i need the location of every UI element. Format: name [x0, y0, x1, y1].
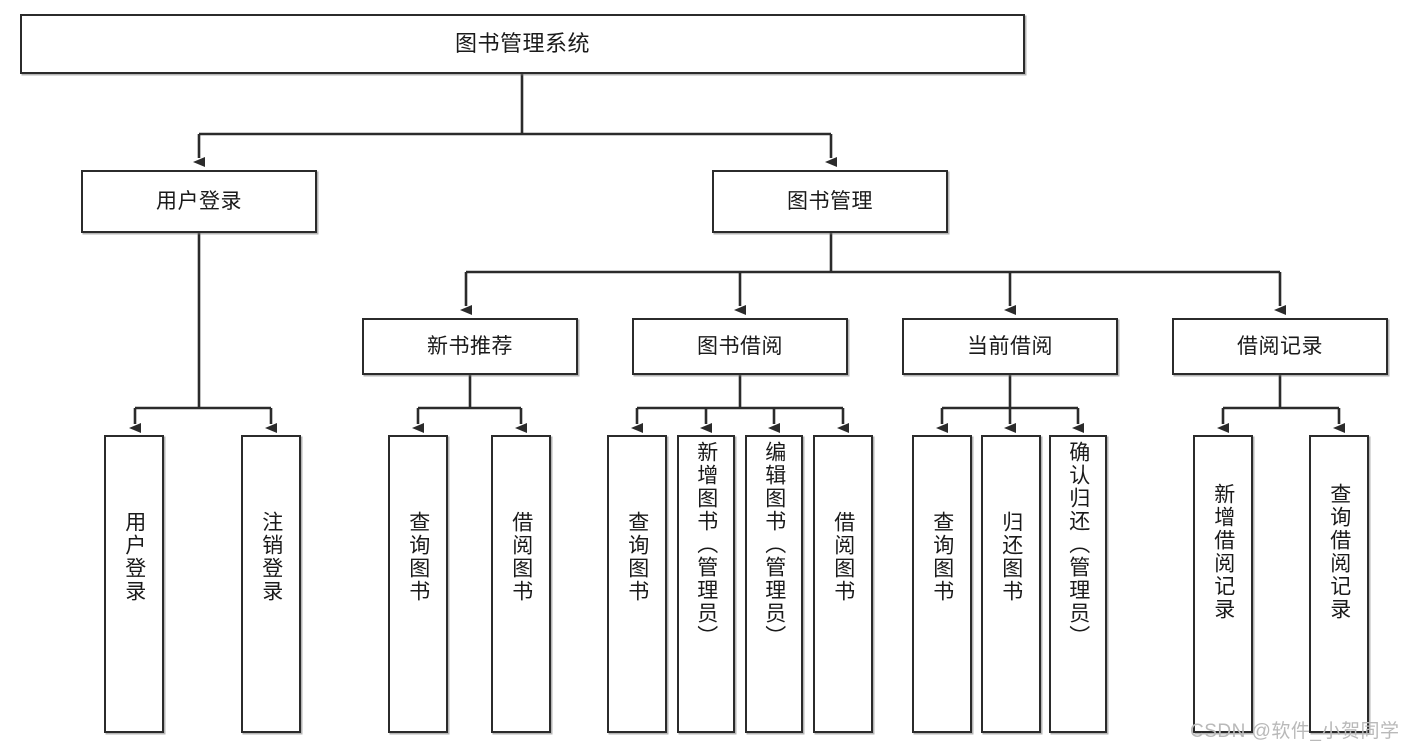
node-root[interactable]: 图书管理系统: [20, 14, 1025, 74]
node-leaf-query-record[interactable]: 查询借阅记录: [1309, 435, 1369, 733]
node-leaf-add-record[interactable]: 新增借阅记录: [1193, 435, 1253, 733]
node-label: 图书管理系统: [454, 30, 590, 56]
csdn-watermark: CSDN @软件_小贺同学: [1190, 721, 1400, 742]
node-leaf-borrow-book-2[interactable]: 借阅图书: [813, 435, 873, 733]
node-label: 注销登录: [259, 511, 283, 603]
node-label: 借阅图书: [831, 511, 855, 603]
node-leaf-return-book[interactable]: 归还图书: [981, 435, 1041, 733]
node-leaf-add-book[interactable]: 新增图书（管理员）: [677, 435, 735, 733]
node-leaf-logout[interactable]: 注销登录: [241, 435, 301, 733]
node-leaf-edit-book[interactable]: 编辑图书（管理员）: [745, 435, 803, 733]
node-label: 新增图书（管理员）: [694, 441, 718, 648]
node-book-manage[interactable]: 图书管理: [712, 170, 948, 233]
node-leaf-confirm-return[interactable]: 确认归还（管理员）: [1049, 435, 1107, 733]
node-leaf-query-book-3[interactable]: 查询图书: [912, 435, 972, 733]
node-new-book-rec[interactable]: 新书推荐: [362, 318, 578, 375]
node-label: 确认归还（管理员）: [1066, 441, 1090, 648]
node-current-borrow[interactable]: 当前借阅: [902, 318, 1118, 375]
node-leaf-user-login[interactable]: 用户登录: [104, 435, 164, 733]
node-label: 查询图书: [930, 511, 954, 603]
node-label: 查询图书: [625, 511, 649, 603]
node-label: 新增借阅记录: [1211, 483, 1235, 621]
node-label: 图书管理: [787, 189, 873, 213]
node-label: 借阅记录: [1237, 334, 1323, 358]
node-label: 用户登录: [156, 189, 242, 213]
node-label: 归还图书: [999, 511, 1023, 603]
node-label: 新书推荐: [427, 334, 513, 358]
node-label: 用户登录: [122, 511, 146, 603]
node-label: 查询借阅记录: [1327, 483, 1351, 621]
node-borrow-record[interactable]: 借阅记录: [1172, 318, 1388, 375]
node-label: 图书借阅: [697, 334, 783, 358]
node-label: 查询图书: [406, 511, 430, 603]
node-leaf-query-book-2[interactable]: 查询图书: [607, 435, 667, 733]
node-label: 编辑图书（管理员）: [762, 441, 786, 648]
node-book-borrow[interactable]: 图书借阅: [632, 318, 848, 375]
node-leaf-borrow-book-1[interactable]: 借阅图书: [491, 435, 551, 733]
node-user-login[interactable]: 用户登录: [81, 170, 317, 233]
node-label: 当前借阅: [967, 334, 1053, 358]
node-leaf-query-book-1[interactable]: 查询图书: [388, 435, 448, 733]
node-label: 借阅图书: [509, 511, 533, 603]
